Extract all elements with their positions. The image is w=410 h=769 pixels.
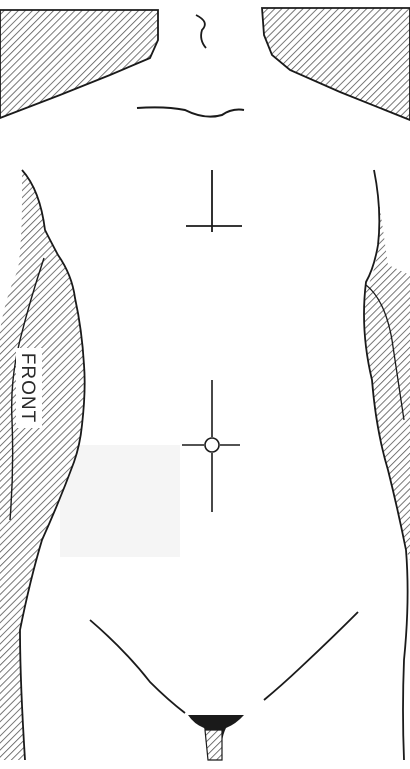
left-groin-line — [90, 620, 185, 713]
left-shoulder-hatch — [0, 10, 158, 118]
navel-cross-mark — [182, 380, 240, 512]
neck-line — [196, 15, 206, 48]
front-label-group: FRONT — [16, 348, 42, 428]
right-shoulder-hatch — [262, 8, 410, 120]
front-label: FRONT — [17, 353, 38, 423]
scan-smudge — [60, 445, 180, 557]
right-groin-line — [264, 612, 358, 700]
crotch-hatch — [205, 730, 222, 760]
midline-cross-mark — [186, 170, 242, 232]
right-side-hatch — [365, 180, 410, 560]
collar-line — [137, 107, 244, 116]
